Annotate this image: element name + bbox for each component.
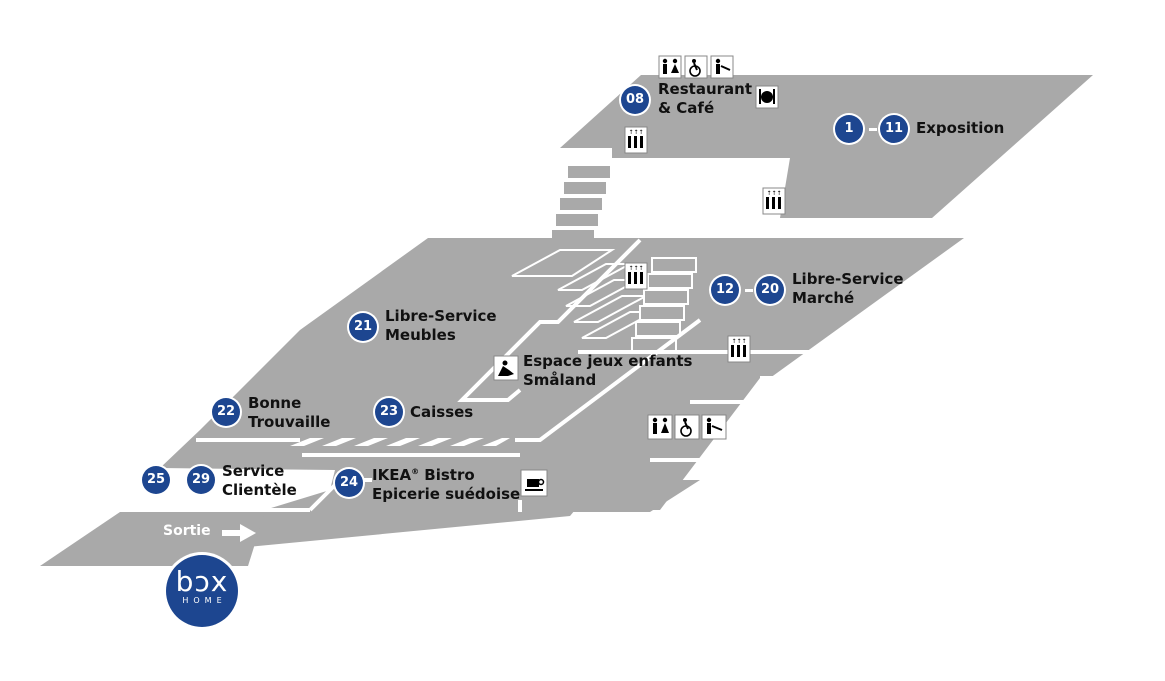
label-restaurant-line1: Restaurant — [658, 80, 752, 98]
bistro-text: Bistro — [419, 466, 475, 484]
badge-meubles[interactable]: 21 — [349, 313, 377, 341]
svg-text:↑↑↑: ↑↑↑ — [628, 129, 643, 136]
elevator-icon: ↑↑↑ — [624, 126, 648, 154]
label-meubles-line2: Meubles — [385, 326, 456, 344]
coffee-icon — [520, 469, 548, 497]
toilets-icon — [647, 414, 673, 440]
toilets-icon — [658, 55, 682, 79]
label-smaland-line1: Espace jeux enfants — [523, 352, 693, 370]
label-bistro-line2: Epicerie suédoise — [372, 485, 521, 503]
badge-marche-from[interactable]: 12 — [711, 276, 739, 304]
range-dash — [869, 128, 877, 131]
badge-caisses[interactable]: 23 — [375, 398, 403, 426]
label-service-line1: Service — [222, 462, 285, 480]
upper-floor — [550, 75, 1093, 244]
label-service[interactable]: Service Clientèle — [222, 462, 297, 500]
checkout-lanes — [290, 438, 510, 446]
badge-service-to[interactable]: 29 — [187, 466, 215, 494]
range-dash — [745, 289, 753, 292]
baby-changing-icon — [710, 55, 734, 79]
elevator-icon: ↑↑↑ — [624, 262, 648, 290]
svg-text:↑↑↑: ↑↑↑ — [628, 265, 643, 272]
label-meubles[interactable]: Libre-Service Meubles — [385, 307, 497, 345]
baby-changing-icon — [701, 414, 727, 440]
play-area-icon — [493, 355, 519, 381]
badge-bonne-trouvaille[interactable]: 22 — [212, 398, 240, 426]
label-marche-line2: Marché — [792, 289, 855, 307]
label-meubles-line1: Libre-Service — [385, 307, 497, 325]
label-smaland[interactable]: Espace jeux enfants Småland — [523, 352, 693, 390]
elevator-icon: ↑↑↑ — [727, 335, 751, 363]
label-restaurant[interactable]: Restaurant & Café — [658, 80, 752, 118]
badge-exposition-from[interactable]: 1 — [835, 115, 863, 143]
ground-floor — [40, 194, 964, 566]
badge-service-from[interactable]: 25 — [142, 466, 170, 494]
logo-main-text: bɔx — [175, 565, 229, 598]
label-bonne-trouvaille-line2: Trouvaille — [248, 413, 331, 431]
badge-bistro[interactable]: 24 — [335, 469, 363, 497]
label-marche-line1: Libre-Service — [792, 270, 904, 288]
registered-mark: ® — [411, 467, 420, 476]
exit-label[interactable]: Sortie — [163, 523, 211, 539]
label-service-line2: Clientèle — [222, 481, 297, 499]
label-bonne-trouvaille[interactable]: Bonne Trouvaille — [248, 394, 330, 432]
logo-sub-text: HOME — [182, 596, 227, 605]
label-smaland-line2: Småland — [523, 371, 597, 389]
badge-marche-to[interactable]: 20 — [756, 276, 784, 304]
badge-exposition-to[interactable]: 11 — [880, 115, 908, 143]
label-exposition[interactable]: Exposition — [916, 119, 1005, 137]
elevator-icon: ↑↑↑ — [762, 187, 786, 215]
accessible-icon — [684, 55, 708, 79]
exit-arrow-icon — [222, 524, 256, 542]
box-home-logo: bɔx HOME — [166, 555, 238, 627]
ikea-brand: IKEA — [372, 466, 412, 484]
label-restaurant-line2: & Café — [658, 99, 715, 117]
range-dash — [176, 479, 184, 482]
restaurant-icon — [755, 85, 779, 109]
label-marche[interactable]: Libre-Service Marché — [792, 270, 904, 308]
label-bistro[interactable]: IKEA® Bistro Epicerie suédoise — [372, 462, 520, 504]
svg-text:↑↑↑: ↑↑↑ — [731, 338, 746, 345]
svg-text:↑↑↑: ↑↑↑ — [766, 190, 781, 197]
label-caisses[interactable]: Caisses — [410, 403, 474, 421]
label-bonne-trouvaille-line1: Bonne — [248, 394, 302, 412]
badge-restaurant[interactable]: 08 — [621, 86, 649, 114]
accessible-icon — [674, 414, 700, 440]
label-bistro-line1: IKEA® Bistro — [372, 462, 520, 485]
